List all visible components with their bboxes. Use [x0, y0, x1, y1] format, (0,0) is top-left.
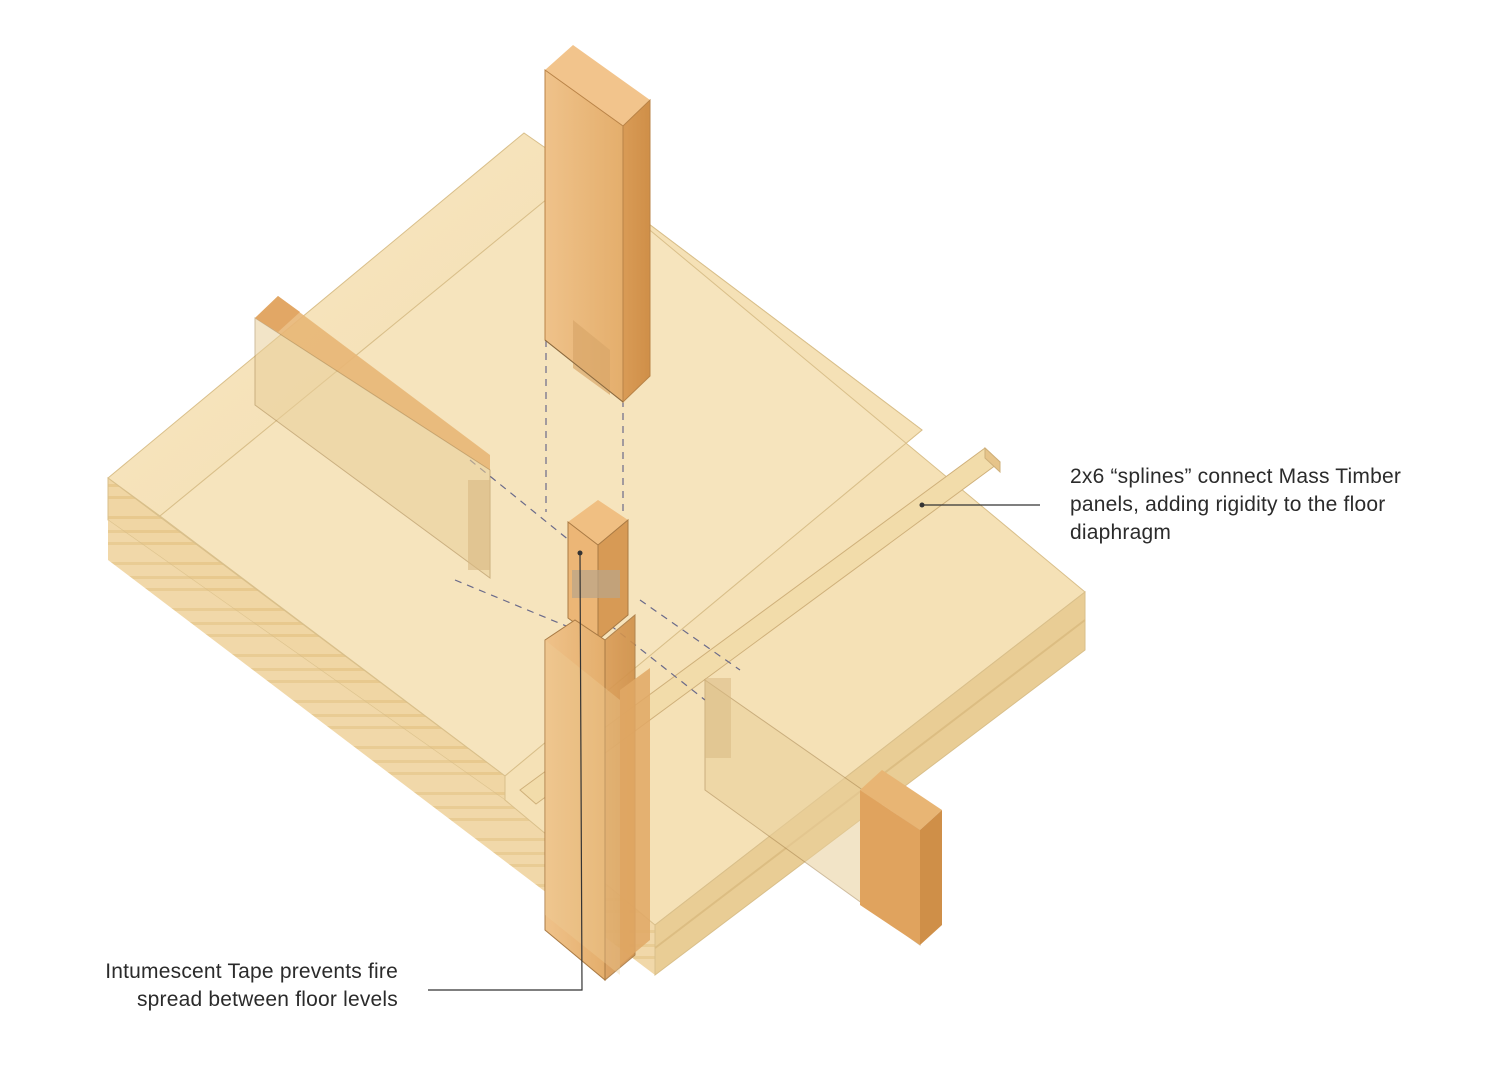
- splines-leader-dot: [919, 502, 925, 508]
- tape-callout-line-2: spread between floor levels: [136, 988, 398, 1011]
- splines-callout-line-1: 2x6 “splines” connect Mass Timber: [1070, 465, 1402, 488]
- floor-panel-left: [107, 132, 923, 975]
- splines-callout-line-2: panels, adding rigidity to the floor: [1070, 493, 1386, 516]
- beam-left: [254, 296, 491, 579]
- splines-callout: 2x6 “splines” connect Mass Timber panels…: [1070, 463, 1401, 547]
- column-lower: [544, 500, 650, 982]
- beam-right: [704, 678, 942, 946]
- tape-leader-dot: [577, 550, 583, 556]
- column-upper: [544, 45, 651, 404]
- leader-lines: [428, 504, 1040, 991]
- tape-callout-line-1: Intumescent Tape prevents fire: [105, 960, 398, 983]
- splines-callout-line-3: diaphragm: [1070, 521, 1172, 544]
- tape-callout: Intumescent Tape prevents fire spread be…: [40, 958, 398, 1014]
- tape-leader-line: [428, 552, 583, 991]
